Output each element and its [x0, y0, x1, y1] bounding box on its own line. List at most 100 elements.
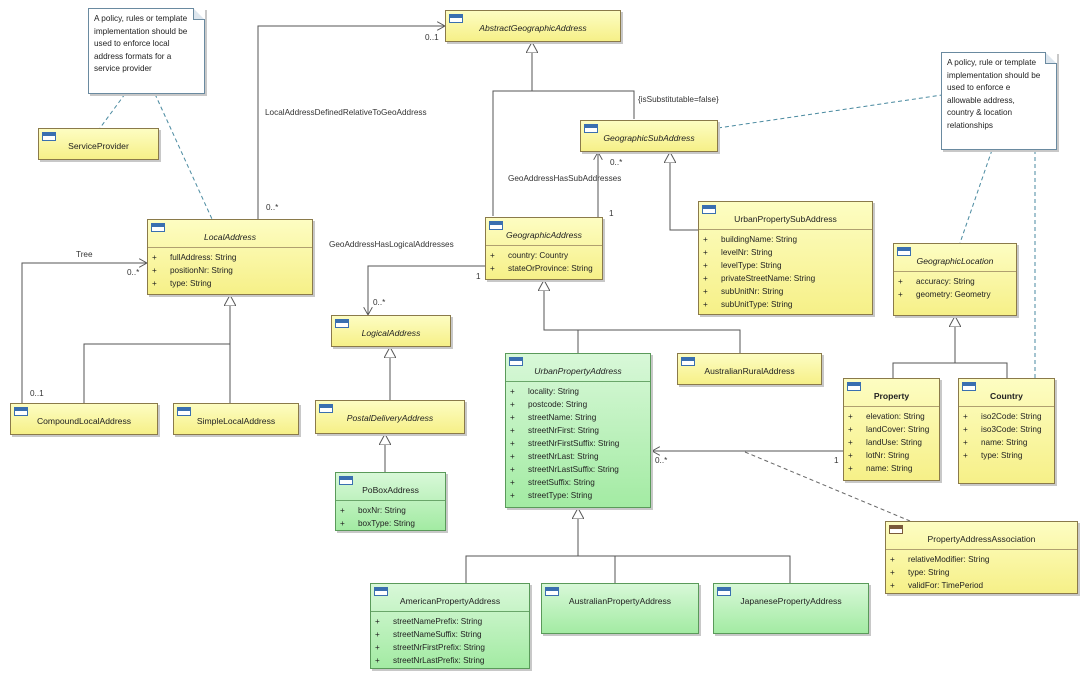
attribute-text: name: String — [866, 464, 913, 473]
note-link-service-provider — [99, 93, 126, 129]
attribute: + name: String — [959, 436, 1054, 449]
gen-ups-geosub — [670, 152, 698, 231]
attribute: +privateStreetName: String — [699, 272, 872, 285]
class-icon — [717, 587, 731, 596]
class-name: Country — [990, 391, 1023, 401]
attribute-list: +relativeModifier: String +type: String … — [886, 549, 1077, 592]
attribute: +streetNameSuffix: String — [371, 628, 529, 641]
class-name: LogicalAddress — [361, 328, 421, 338]
visibility: + — [890, 581, 895, 590]
class-property[interactable]: Property +elevation: String +landCover: … — [843, 378, 940, 481]
visibility: + — [848, 451, 853, 460]
visibility: + — [490, 264, 495, 273]
visibility: + — [890, 568, 895, 577]
attribute: +relativeModifier: String — [886, 553, 1077, 566]
association-class-link — [744, 451, 911, 522]
visibility: + — [898, 277, 903, 286]
class-icon — [702, 205, 716, 214]
class-compound-local-address[interactable]: CompoundLocalAddress — [10, 403, 158, 435]
attribute-text: name: String — [981, 438, 1028, 447]
class-icon — [42, 132, 56, 141]
note-line: A policy, rule or template — [947, 58, 1037, 67]
attribute-text: type: String — [981, 451, 1023, 460]
note-line: A policy, rules or template — [94, 14, 188, 23]
visibility: + — [703, 274, 708, 283]
class-name: CompoundLocalAddress — [36, 416, 132, 426]
attribute-text: streetName: String — [528, 413, 597, 422]
class-geographic-address[interactable]: GeographicAddress +country: Country +sta… — [485, 217, 603, 280]
visibility: + — [340, 506, 345, 515]
class-simple-local-address[interactable]: SimpleLocalAddress — [173, 403, 299, 435]
attribute-text: streetNrFirstSuffix: String — [528, 439, 620, 448]
class-icon — [339, 476, 353, 485]
attribute-text: streetNrFirstPrefix: String — [393, 643, 485, 652]
class-urban-property-address[interactable]: UrbanPropertyAddress +locality: String +… — [505, 353, 651, 508]
attribute-text: iso2Code: String — [981, 412, 1042, 421]
multiplicity-label: 1 — [834, 456, 839, 465]
gen-geo-abstract — [492, 90, 532, 216]
attribute: +streetType: String — [506, 489, 650, 502]
class-american-property-address[interactable]: AmericanPropertyAddress +streetNamePrefi… — [370, 583, 530, 669]
multiplicity-label: 0..* — [373, 298, 386, 307]
attribute: + levelNr: String — [699, 246, 872, 259]
visibility: + — [963, 451, 968, 460]
attribute-text: positionNr: String — [170, 266, 233, 275]
attribute-list: +country: Country +stateOrProvince: Stri… — [486, 245, 602, 275]
attribute-text: subUnitType: String — [721, 300, 793, 309]
attribute-text: levelNr: String — [721, 248, 773, 257]
class-name: GeographicSubAddress — [603, 133, 695, 143]
class-icon — [681, 357, 695, 366]
visibility: + — [510, 426, 515, 435]
class-abstract-geographic-address[interactable]: AbstractGeographicAddress — [445, 10, 621, 42]
attribute-list: +elevation: String +landCover: String +l… — [844, 406, 939, 475]
visibility: + — [510, 439, 515, 448]
visibility: + — [510, 478, 515, 487]
visibility: + — [510, 491, 515, 500]
attribute-list: +streetNamePrefix: String +streetNameSuf… — [371, 611, 529, 667]
visibility: + — [890, 555, 895, 564]
class-property-address-association[interactable]: PropertyAddressAssociation +relativeModi… — [885, 521, 1078, 594]
class-name: JapanesePropertyAddress — [740, 596, 842, 606]
class-country[interactable]: Country +iso2Code: String +iso3Code: Str… — [958, 378, 1055, 484]
attribute: +type: String — [886, 566, 1077, 579]
attribute-list: +iso2Code: String +iso3Code: String +nam… — [959, 406, 1054, 462]
class-local-address[interactable]: LocalAddress +fullAddress: String +posit… — [147, 219, 313, 295]
attribute: +boxType: String — [336, 517, 445, 530]
note-line: service provider — [94, 64, 152, 73]
class-logical-address[interactable]: LogicalAddress — [331, 315, 451, 347]
attribute: + accuracy: String — [894, 275, 1016, 288]
class-icon — [897, 247, 911, 256]
attribute: +locality: String — [506, 385, 650, 398]
class-australian-property-address[interactable]: AustralianPropertyAddress — [541, 583, 699, 634]
attribute: +streetNrLast: String — [506, 450, 650, 463]
class-icon — [545, 587, 559, 596]
visibility: + — [703, 287, 708, 296]
attribute: +landCover: String — [844, 423, 939, 436]
attribute: +elevation: String — [844, 410, 939, 423]
class-japanese-property-address[interactable]: JapanesePropertyAddress — [713, 583, 869, 634]
class-po-box-address[interactable]: PoBoxAddress +boxNr: String +boxType: St… — [335, 472, 446, 531]
class-urban-property-sub-address[interactable]: UrbanPropertySubAddress +buildingName: S… — [698, 201, 873, 315]
class-postal-delivery-address[interactable]: PostalDeliveryAddress — [315, 400, 465, 434]
visibility: + — [510, 465, 515, 474]
attribute-text: country: Country — [508, 251, 569, 260]
attribute-text: subUnitNr: String — [721, 287, 784, 296]
assoc-tree — [22, 263, 147, 403]
attribute-text: accuracy: String — [916, 277, 975, 286]
attribute: +fullAddress: String — [148, 251, 312, 264]
class-geographic-location[interactable]: GeographicLocation +accuracy: String +ge… — [893, 243, 1017, 316]
class-australian-rural-address[interactable]: AustralianRuralAddress — [677, 353, 822, 385]
class-geographic-sub-address[interactable]: GeographicSubAddress — [580, 120, 718, 152]
note-location-relationships: A policy, rule or template implementatio… — [941, 52, 1057, 150]
visibility: + — [848, 425, 853, 434]
attribute-text: elevation: String — [866, 412, 925, 421]
class-icon — [335, 319, 349, 328]
class-service-provider[interactable]: ServiceProvider — [38, 128, 159, 160]
class-name: AustralianPropertyAddress — [568, 596, 672, 606]
attribute-text: levelType: String — [721, 261, 782, 270]
attribute-text: fullAddress: String — [170, 253, 237, 262]
attribute-text: buildingName: String — [721, 235, 798, 244]
visibility: + — [963, 438, 968, 447]
visibility: + — [703, 248, 708, 257]
visibility: + — [510, 387, 515, 396]
